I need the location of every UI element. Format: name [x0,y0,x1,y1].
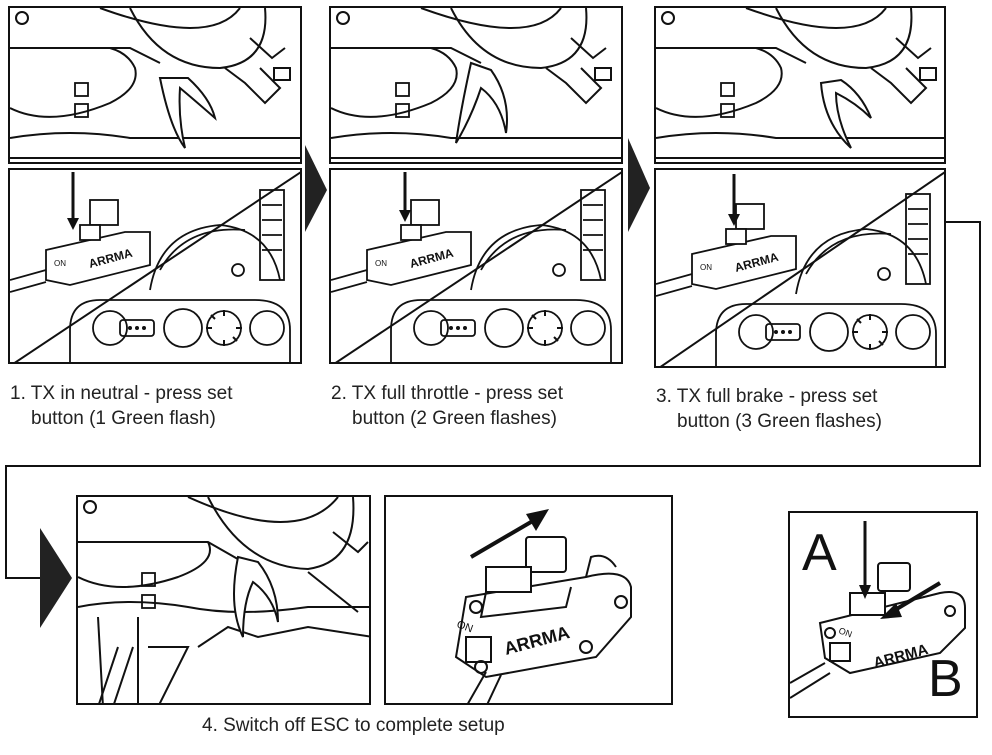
step1-number: 1. [10,383,26,404]
step1-transmitter-panel [8,6,302,164]
step4-esc-switch-panel: ARRMA ON [384,495,673,705]
step2-transmitter-panel [329,6,623,164]
step4-caption: 4. Switch off ESC to complete setup [202,715,505,736]
step2-number: 2. [331,383,347,404]
esc-switch-text: ON [54,259,66,268]
flow-line [5,221,981,579]
step1-caption: 1. TX in neutral - press set button (1 G… [10,381,233,431]
inset-button-illustration: ARRMA ON [790,521,966,699]
esc-setup-illustration: ARRMA ON [656,171,944,366]
arrow-step1-to-step2 [305,145,327,232]
transmitter-handle-illustration [78,497,369,703]
led-flash-rays [852,314,888,350]
transmitter-full-brake-illustration [656,8,944,159]
led-flash-rays [527,310,563,346]
step1-line1: TX in neutral - press set [30,383,233,404]
esc-setup-illustration: ARRMA ON [10,171,300,362]
arrow-to-step4 [40,528,72,628]
trigger-indicator-bottom [395,103,410,118]
step3-number: 3. [656,386,672,407]
step1-esc-panel: ARRMA ON [8,168,302,364]
led-flash-rays [206,310,242,346]
step3-line1: TX full brake - press set [676,386,878,407]
step4-transmitter-panel [76,495,371,705]
step2-esc-panel: ARRMA ON [329,168,623,364]
step2-line2: button (2 Green flashes) [352,408,557,429]
esc-switch-text: ON [837,625,853,639]
trigger-indicator-top [141,572,156,587]
trigger-indicator-bottom [720,103,735,118]
step2-line1: TX full throttle - press set [351,383,563,404]
esc-setup-illustration: ARRMA ON [331,171,621,362]
inset-button-detail-panel: ARRMA ON A B [788,511,978,718]
trigger-indicator-top [74,82,89,97]
transmitter-full-throttle-illustration [331,8,621,159]
arrow-step2-to-step3 [628,138,650,232]
step1-line2: button (1 Green flash) [31,408,216,429]
step3-transmitter-panel [654,6,946,164]
step2-caption: 2. TX full throttle - press set button (… [331,381,563,431]
transmitter-neutral-illustration [10,8,300,159]
step3-line2: button (3 Green flashes) [677,411,882,432]
step3-caption: 3. TX full brake - press set button (3 G… [656,384,882,434]
esc-switch-off-illustration: ARRMA ON [454,509,632,703]
inset-label-a: A [802,524,837,582]
trigger-indicator-top [395,82,410,97]
trigger-indicator-bottom [74,103,89,118]
step-arrows [305,138,650,232]
esc-switch-text: ON [375,259,387,268]
inset-label-b: B [928,650,963,708]
step3-esc-panel: ARRMA ON [654,168,946,368]
trigger-indicator-bottom [141,594,156,609]
trigger-indicator-top [720,82,735,97]
esc-switch-text: ON [455,619,475,636]
esc-switch-text: ON [700,263,712,272]
